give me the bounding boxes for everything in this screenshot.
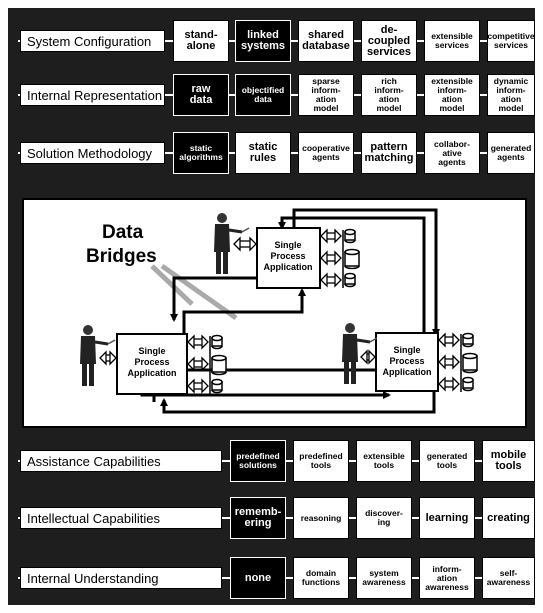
stage-cell: objectified data [235, 74, 291, 116]
row-label: Internal Representation [20, 84, 165, 106]
data-bridges-diagram: Data Bridges Single Process Application [22, 198, 527, 428]
row-label: Solution Methodology [20, 142, 165, 164]
stage-cell: reasoning [293, 497, 349, 539]
svg-text:Single: Single [138, 346, 165, 356]
svg-text:Single: Single [274, 240, 301, 250]
app-right: Single Process Application [375, 332, 439, 392]
person-icon [214, 213, 250, 274]
people [80, 213, 378, 386]
stage-cell: competitive services [487, 20, 535, 62]
stage-cell: creating [482, 497, 535, 539]
data-store-clusters [187, 228, 478, 394]
row-label: Intellectual Capabilities [20, 507, 222, 529]
row-label: Internal Understanding [20, 567, 222, 589]
stage-cell: generated agents [487, 132, 535, 174]
data-store-cluster [187, 334, 227, 394]
stage-cell: discover- ing [356, 497, 412, 539]
stage-cell: rich inform- ation model [361, 74, 417, 116]
stage-cell: rememb- ering [230, 497, 286, 539]
app-left: Single Process Application [116, 333, 188, 395]
stage-cell: static algorithms [173, 132, 229, 174]
stage-cell: mobile tools [482, 440, 535, 482]
stage-cell: de- coupled services [361, 20, 417, 62]
row-label: System Configuration [20, 30, 165, 52]
stage-cell: learning [419, 497, 475, 539]
svg-text:Application: Application [383, 367, 432, 377]
svg-text:Process: Process [270, 251, 305, 261]
stage-cell: linked systems [235, 20, 291, 62]
stage-cell: dynamic inform- ation model [487, 74, 535, 116]
row-label: Assistance Capabilities [20, 450, 222, 472]
stage-cell: sparse inform- ation model [298, 74, 354, 116]
data-store-cluster [320, 228, 360, 288]
stage-cell: inform- ation awareness [419, 557, 475, 599]
stage-cell: self- awareness [482, 557, 535, 599]
data-store-cluster [438, 332, 478, 392]
callout-data: Data [102, 222, 144, 243]
stage-cell: extensible inform- ation model [424, 74, 480, 116]
svg-text:Process: Process [134, 357, 169, 367]
stage-cell: generated tools [419, 440, 475, 482]
stage-cell: domain functions [293, 557, 349, 599]
stage-cell: static rules [235, 132, 291, 174]
stage-cell: none [230, 557, 286, 599]
stage-cell: stand- alone [173, 20, 229, 62]
bridge-pointer-2 [160, 263, 238, 321]
svg-text:Single: Single [393, 345, 420, 355]
stage-cell: shared database [298, 20, 354, 62]
svg-text:Application: Application [128, 368, 177, 378]
app-top: Single Process Application [256, 227, 321, 289]
stage-cell: extensible tools [356, 440, 412, 482]
stage-cell: extensible services [424, 20, 480, 62]
diagram-svg: Data Bridges Single Process Application [80, 208, 478, 414]
stage-cell: predefined tools [293, 440, 349, 482]
stage-cell: system awareness [356, 557, 412, 599]
stage-cell: raw data [173, 74, 229, 116]
stage-cell: predefined solutions [230, 440, 286, 482]
svg-text:Process: Process [389, 356, 424, 366]
callout-bridges: Bridges [86, 246, 157, 267]
person-icon [80, 325, 116, 386]
svg-text:Application: Application [264, 262, 313, 272]
stage-cell: cooperative agents [298, 132, 354, 174]
stage-cell: pattern matching [361, 132, 417, 174]
person-icon [342, 323, 378, 384]
bridge-pointer-1 [150, 264, 194, 306]
stage-cell: collabor- ative agents [424, 132, 480, 174]
